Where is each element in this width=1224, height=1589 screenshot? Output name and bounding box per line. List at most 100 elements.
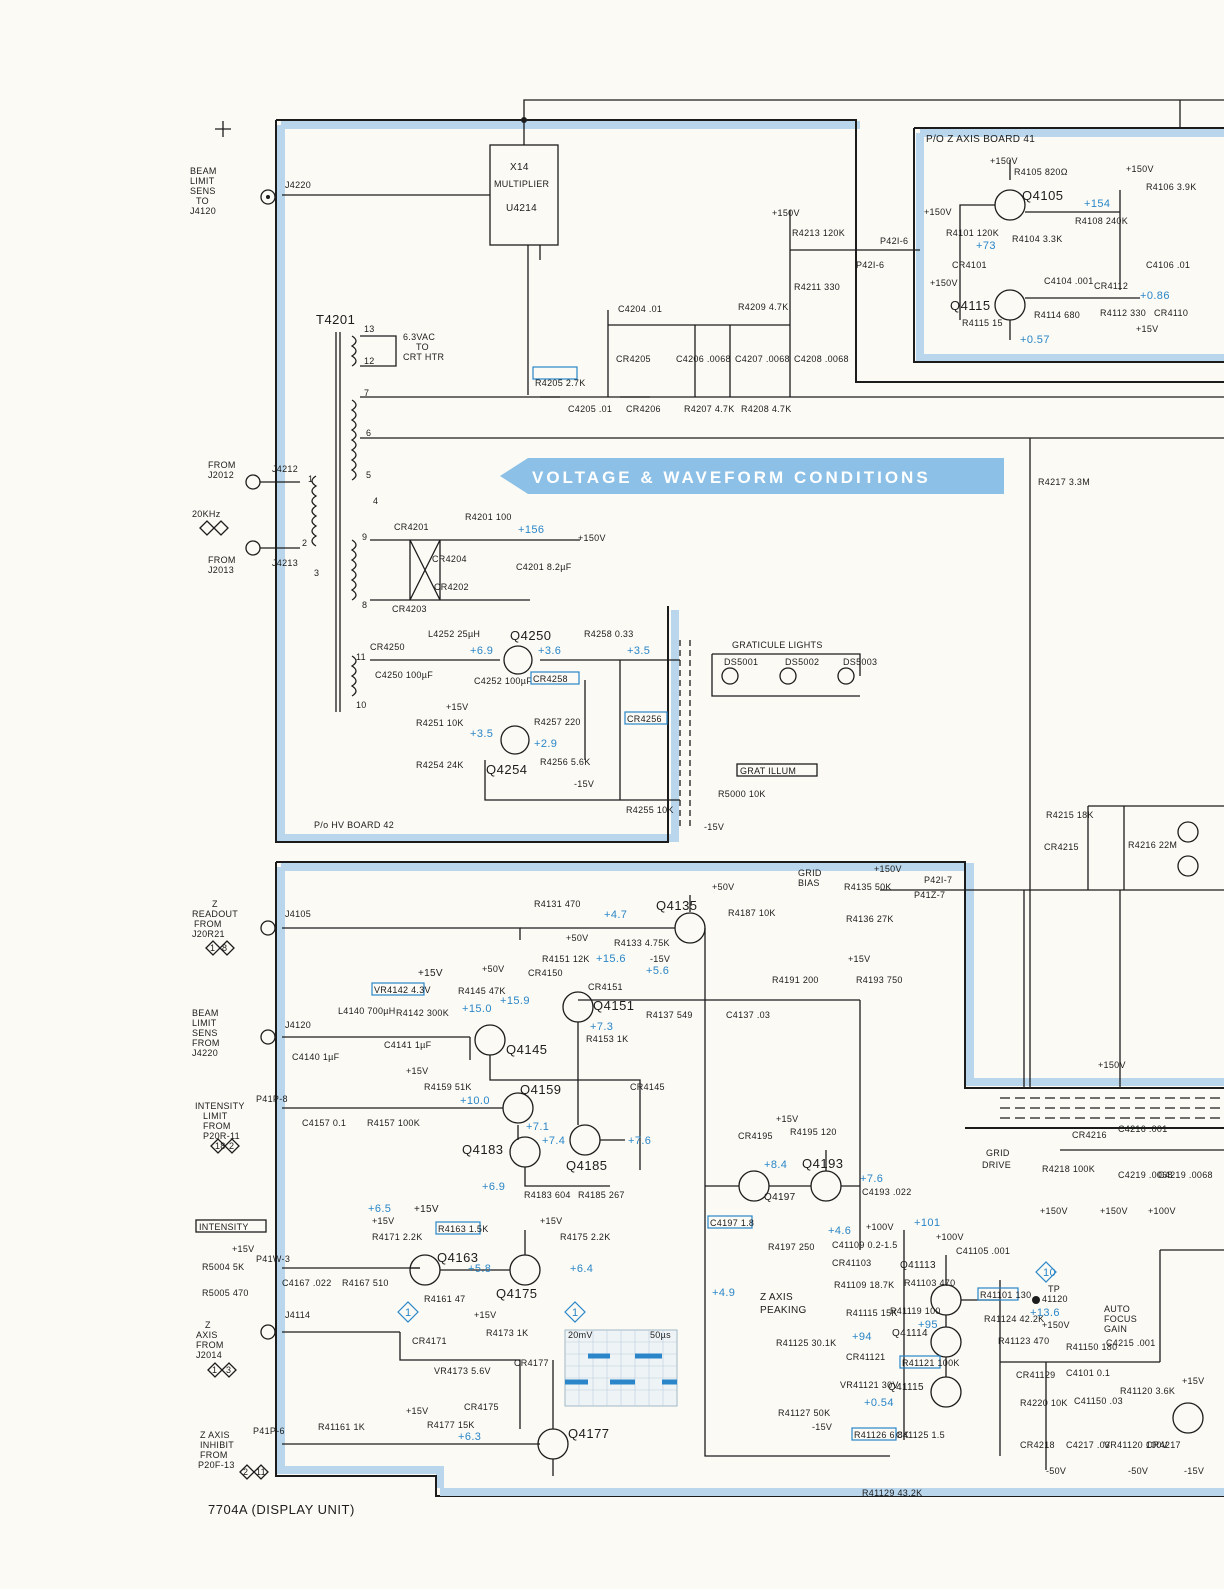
- rail-15v-b: +15V: [418, 968, 443, 979]
- heater-l2: CRT HTR: [403, 352, 444, 362]
- conn2-l1: J2013: [208, 565, 234, 575]
- right-ds-section: R4215 18K CR4215 R4216 22M: [1044, 805, 1224, 890]
- grid-drive-l0: GRID: [986, 1148, 1010, 1158]
- q41114: Q41114: [892, 1328, 928, 1339]
- hv-board-label: P/o HV BOARD 42: [314, 820, 394, 830]
- cr4112: CR4112: [1094, 281, 1128, 291]
- transistor-icon: [930, 1376, 962, 1408]
- multiplier-block: X14 MULTIPLIER U4214: [282, 120, 559, 395]
- conn5-l1: LIMIT: [203, 1111, 228, 1121]
- zpeak-l0: Z AXIS: [760, 1292, 793, 1303]
- rail-150v-c: +150V: [1098, 1060, 1126, 1070]
- cr4175: CR4175: [464, 1402, 499, 1412]
- reference-diamonds: 1 8 18 2 1 3 2 11: [205, 940, 269, 1480]
- q4135: Q4135: [656, 898, 698, 913]
- jack-icon: [260, 1324, 276, 1340]
- c4250: C4250 100µF: [375, 670, 433, 680]
- r41115: R41124 42.2K: [984, 1314, 1044, 1324]
- tp-l0: TP: [1048, 1284, 1060, 1294]
- pin-p42i-6: P42I-6: [880, 236, 908, 246]
- cr41110: C41109 0.2-1.5: [832, 1240, 898, 1250]
- r41123: R4220 10K: [1020, 1398, 1068, 1408]
- rail-15v-g: +15V: [372, 1216, 394, 1226]
- cr4206: CR4206: [626, 404, 661, 414]
- r41111: CR41121: [846, 1352, 885, 1362]
- grid-bias-l1: BIAS: [798, 878, 820, 888]
- cr41103: C41125 1.5: [896, 1430, 945, 1440]
- grid-bias-section: GRID BIAS GRID DRIVE P42I-7 P41Z-7: [798, 868, 1224, 1170]
- vr41121: C4101 0.1: [1066, 1368, 1110, 1378]
- r41120: C4219 .0068: [1118, 1170, 1173, 1180]
- grid-drive-l1: DRIVE: [982, 1160, 1011, 1170]
- diamond-icon: [564, 1301, 586, 1323]
- v-3.5b: +3.5: [470, 728, 493, 740]
- cr4205: CR4205: [616, 354, 651, 364]
- cr4203: CR4203: [392, 604, 427, 614]
- c41113-box: [977, 1287, 1019, 1301]
- diamond-icon: [213, 520, 229, 536]
- cr41121: CR41129: [1016, 1370, 1055, 1380]
- rail-150v-2: +150V: [578, 533, 606, 543]
- pin-10: 10: [356, 700, 367, 710]
- c41105: VR41121 30V: [840, 1380, 899, 1390]
- pin-3: 3: [314, 568, 319, 578]
- hv-rectifier: CR4201 R4201 100 CR4204 CR4202 C4201 8.2…: [370, 512, 606, 614]
- v-7.6: +7.6: [628, 1135, 651, 1147]
- diamond-icon: [224, 1138, 240, 1154]
- r4142: R4142 300K: [396, 1008, 449, 1018]
- c4252: C4252 100µF: [474, 676, 532, 686]
- r4211: R4211 330: [794, 282, 840, 292]
- cr4177: CR4177: [514, 1358, 549, 1368]
- r4136: R4136 27K: [846, 914, 894, 924]
- cr4258: CR4258: [533, 674, 568, 684]
- rail-50v-c: +50V: [482, 964, 504, 974]
- jack-icon: [260, 920, 276, 936]
- v-101: +101: [914, 1217, 940, 1229]
- coil-icon: [350, 539, 357, 601]
- rail-15v-c: +15V: [406, 1066, 428, 1076]
- lamp-icon: [779, 667, 797, 685]
- diamond-icon: [1035, 1261, 1057, 1283]
- r4205: R4205 2.7K: [535, 378, 586, 388]
- pin-5: 5: [366, 470, 371, 480]
- cr41111: CR41103: [832, 1258, 871, 1268]
- cr4256-box: [624, 711, 668, 725]
- transistor-icon: [569, 1124, 601, 1156]
- coil-icon: [350, 399, 357, 481]
- ref-pair-limit: 18 2: [210, 1138, 240, 1154]
- conn0-l4: J4120: [190, 206, 216, 216]
- v-3.6: +3.6: [538, 645, 561, 657]
- transformer-t4201: T4201 6.3VAC TO CRT HTR 13 12 7 6 5 4 9 …: [302, 312, 1224, 712]
- l4252: L4252 25µH: [428, 629, 480, 639]
- v-94: +94: [852, 1331, 872, 1343]
- pin-13: 13: [364, 324, 375, 334]
- c4208: C4208 .0068: [794, 354, 849, 364]
- r4173: R4173 1K: [486, 1328, 528, 1338]
- c4201: C4201 8.2µF: [516, 562, 572, 572]
- r4153: R4153 1K: [586, 1034, 628, 1044]
- r4106: R4106 3.9K: [1146, 182, 1197, 192]
- rail-m15v: -15V: [574, 779, 594, 789]
- v-0.54: +0.54: [864, 1397, 894, 1409]
- rail-m50v-b: -50V: [1128, 1466, 1148, 1476]
- r4177: R4177 15K: [427, 1420, 475, 1430]
- r4135: R4135 50K: [844, 882, 892, 892]
- conn7-l1: INHIBIT: [200, 1440, 234, 1450]
- transistor-icon: [562, 991, 594, 1023]
- r4255: R4255 10K: [626, 805, 674, 815]
- v-7.3: +7.3: [590, 1021, 613, 1033]
- q4175: Q4175: [496, 1286, 538, 1301]
- rail-zu-4: +150V: [930, 278, 958, 288]
- bridge-wires: [370, 539, 580, 601]
- q4185: Q4185: [566, 1158, 608, 1173]
- transistor-icon: [509, 1136, 541, 1168]
- hv-regulator: CR4250 L4252 25µH C4250 100µF C4252 100µ…: [370, 628, 765, 832]
- conn7-l2: FROM: [200, 1450, 228, 1460]
- afg-l0: AUTO: [1104, 1304, 1130, 1314]
- v-5.6: +5.6: [646, 965, 669, 977]
- conn6-l2: FROM: [196, 1340, 224, 1350]
- c41125: C4217 .03: [1066, 1440, 1110, 1450]
- rail-15v-f: +15V: [414, 1204, 439, 1215]
- q4163: Q4163: [437, 1250, 479, 1265]
